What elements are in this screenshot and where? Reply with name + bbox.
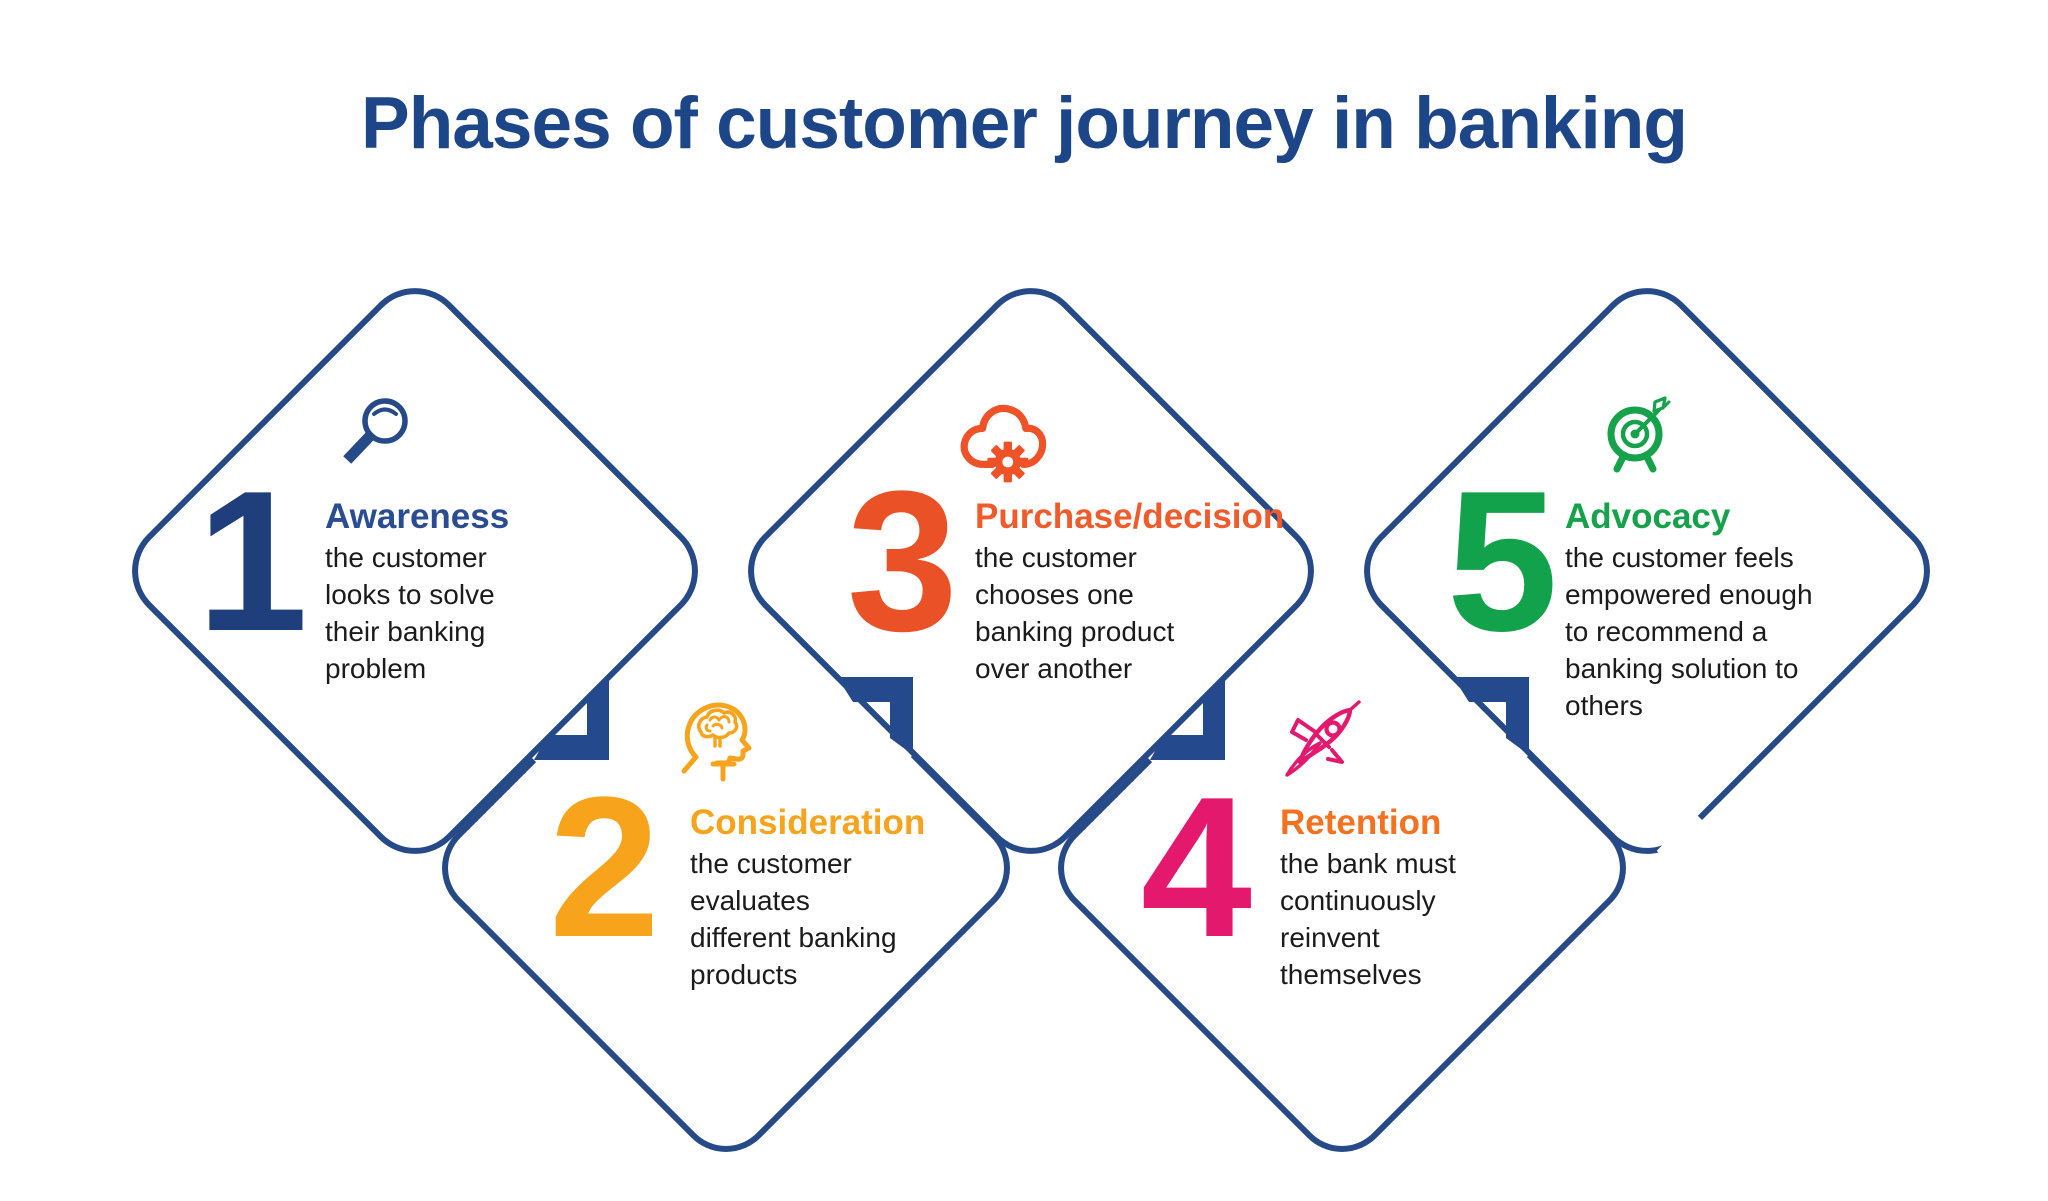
phase-2-number: 2 xyxy=(548,756,660,979)
phase-3-title: Purchase/decision xyxy=(975,497,1285,536)
connector-step-4-5 xyxy=(1453,677,1529,755)
target-dart-icon xyxy=(1607,396,1671,473)
phase-4-description: the bank must continuously reinvent them… xyxy=(1280,848,1456,990)
gear-glyph xyxy=(987,441,1029,483)
phase-2-title: Consideration xyxy=(690,803,926,842)
page-title: Phases of customer journey in banking xyxy=(361,83,1688,164)
connector-step-2-3 xyxy=(837,677,913,755)
phase-1-title: Awareness xyxy=(325,497,510,536)
diamond-2-outline xyxy=(442,752,1010,1152)
diamond-4-outline xyxy=(1058,752,1626,1152)
phase-5-description: the customer feels empowered enough to r… xyxy=(1565,542,1813,721)
connector-step-1-2 xyxy=(534,677,609,760)
diamond-5-edge-gap xyxy=(1656,812,1706,862)
connector-step-3-4 xyxy=(1150,677,1225,760)
phase-1-description: the customer looks to solve their bankin… xyxy=(325,542,495,684)
phase-3-number: 3 xyxy=(846,450,958,673)
phase-5-title: Advocacy xyxy=(1565,497,1731,536)
phase-2-description: the customer evaluates different banking… xyxy=(690,848,897,990)
cloud-gear-icon xyxy=(960,404,1047,483)
magnifier-icon xyxy=(343,398,408,464)
phase-1-number: 1 xyxy=(196,450,308,673)
phase-3-description: the customer chooses one banking product… xyxy=(975,542,1175,684)
phase-4-title: Retention xyxy=(1280,803,1442,842)
head-brain-icon xyxy=(681,702,752,782)
rocket-icon xyxy=(1285,700,1361,777)
diamond-1-outline xyxy=(132,288,698,854)
phase-5-number: 5 xyxy=(1446,450,1558,673)
phase-4-number: 4 xyxy=(1140,756,1252,979)
